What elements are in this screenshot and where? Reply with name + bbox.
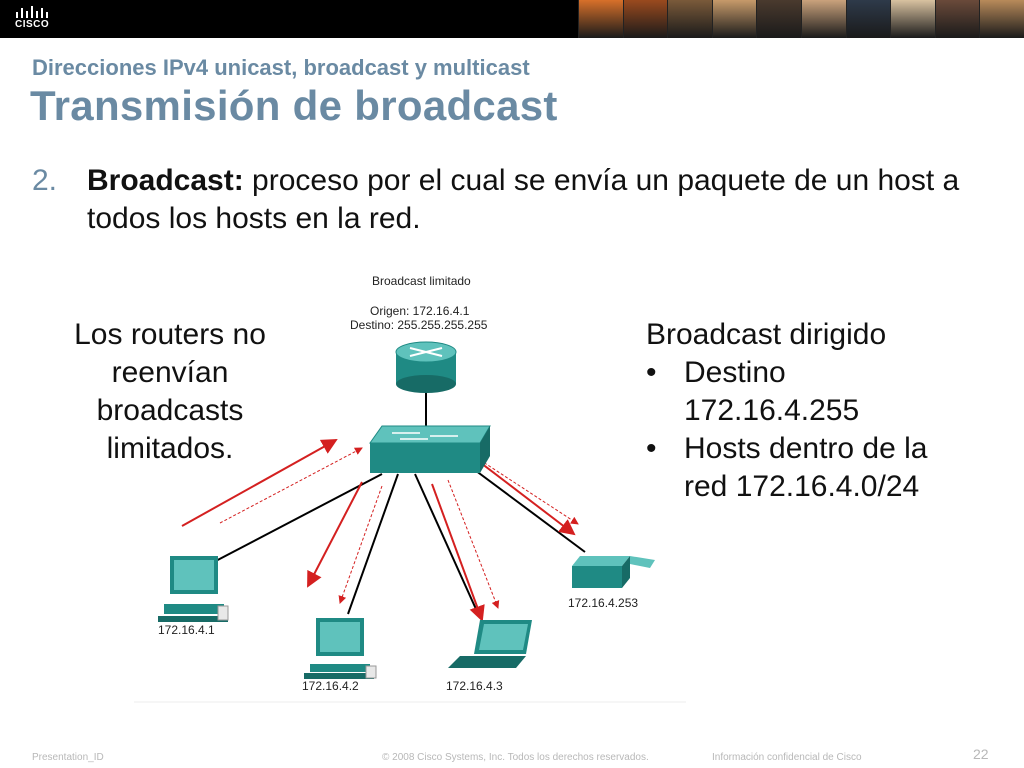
point-term: Broadcast: <box>87 164 244 197</box>
right-bullet-line: Destino <box>684 356 786 389</box>
diagram-destination: Destino: 255.255.255.255 <box>350 318 488 332</box>
network-links <box>209 386 586 619</box>
right-bullet-line: Hosts dentro de la <box>684 432 928 465</box>
banner-photo <box>667 0 712 38</box>
footer-presentation-id: Presentation_ID <box>32 752 104 763</box>
arrow-to-host2 <box>307 481 363 588</box>
left-note-line: reenvían <box>111 356 229 389</box>
logo-text: CISCO <box>15 19 50 30</box>
photo-strip <box>578 0 1024 38</box>
pc-icon-host-2 <box>304 618 377 679</box>
footer-copyright: © 2008 Cisco Systems, Inc. Todos los der… <box>382 752 649 763</box>
left-note-line: broadcasts <box>96 394 244 427</box>
right-bullet-item: • Destino 172.16.4.255 <box>646 354 1016 430</box>
router-icon <box>395 341 457 393</box>
point-number: 2. <box>32 164 58 197</box>
link-host-3 <box>414 473 481 619</box>
right-bullet-line: 172.16.4.255 <box>684 394 860 427</box>
banner-photo <box>622 0 668 38</box>
banner-photo <box>979 0 1024 38</box>
printer-icon <box>572 556 655 588</box>
arrow-to-host3-dashed <box>447 479 500 609</box>
banner-photo <box>845 0 891 38</box>
arrow-to-host2-dashed <box>338 485 383 604</box>
page-number: 22 <box>973 746 989 762</box>
right-bullet-item: • Hosts dentro de la red 172.16.4.0/24 <box>646 430 1016 506</box>
banner-photo <box>800 0 846 38</box>
host-label-3: 172.16.4.3 <box>446 679 503 693</box>
arrow-host1-to-switch <box>181 439 338 527</box>
footer-confidential: Información confidencial de Cisco <box>712 752 862 763</box>
diagram-caption: Broadcast limitado <box>372 274 471 288</box>
banner-photo <box>711 0 757 38</box>
point-text: proceso por el cual se envía un paquete … <box>87 164 960 235</box>
link-host-1 <box>209 473 383 565</box>
switch-icon <box>369 425 491 473</box>
left-note-line: Los routers no <box>74 318 266 351</box>
cisco-logo-icon <box>16 6 48 18</box>
bullet-glyph: • <box>646 432 657 465</box>
right-box: Broadcast dirigido • Destino 172.16.4.25… <box>646 316 1016 506</box>
laptop-icon-host-3 <box>448 620 532 668</box>
arrow-to-host3 <box>431 483 485 622</box>
top-banner: CISCO <box>0 0 1024 38</box>
banner-photo <box>578 0 623 38</box>
bullet-glyph: • <box>646 356 657 389</box>
slide-subtitle: Direcciones IPv4 unicast, broadcast y mu… <box>32 55 530 80</box>
right-heading: Broadcast dirigido <box>646 318 887 351</box>
slide-title: Transmisión de broadcast <box>30 82 558 129</box>
banner-photo <box>934 0 980 38</box>
link-host-2 <box>347 473 399 615</box>
left-note: Los routers no reenvían broadcasts limit… <box>45 316 295 468</box>
arrow-host1-to-switch-dashed <box>219 447 363 524</box>
host-label-1: 172.16.4.1 <box>158 623 215 637</box>
right-bullet-line: red 172.16.4.0/24 <box>684 470 920 503</box>
pc-icon-host-1 <box>158 556 229 622</box>
diagram-origin: Origen: 172.16.4.1 <box>370 304 470 318</box>
left-note-line: limitados. <box>106 432 234 465</box>
arrow-to-printer-dashed <box>479 459 579 525</box>
banner-photo <box>756 0 801 38</box>
network-diagram: Broadcast limitado Origen: 172.16.4.1 De… <box>134 274 686 703</box>
host-label-4: 172.16.4.253 <box>568 596 638 610</box>
banner-photo <box>890 0 935 38</box>
host-label-2: 172.16.4.2 <box>302 679 359 693</box>
point-body: Broadcast: proceso por el cual se envía … <box>87 162 987 238</box>
